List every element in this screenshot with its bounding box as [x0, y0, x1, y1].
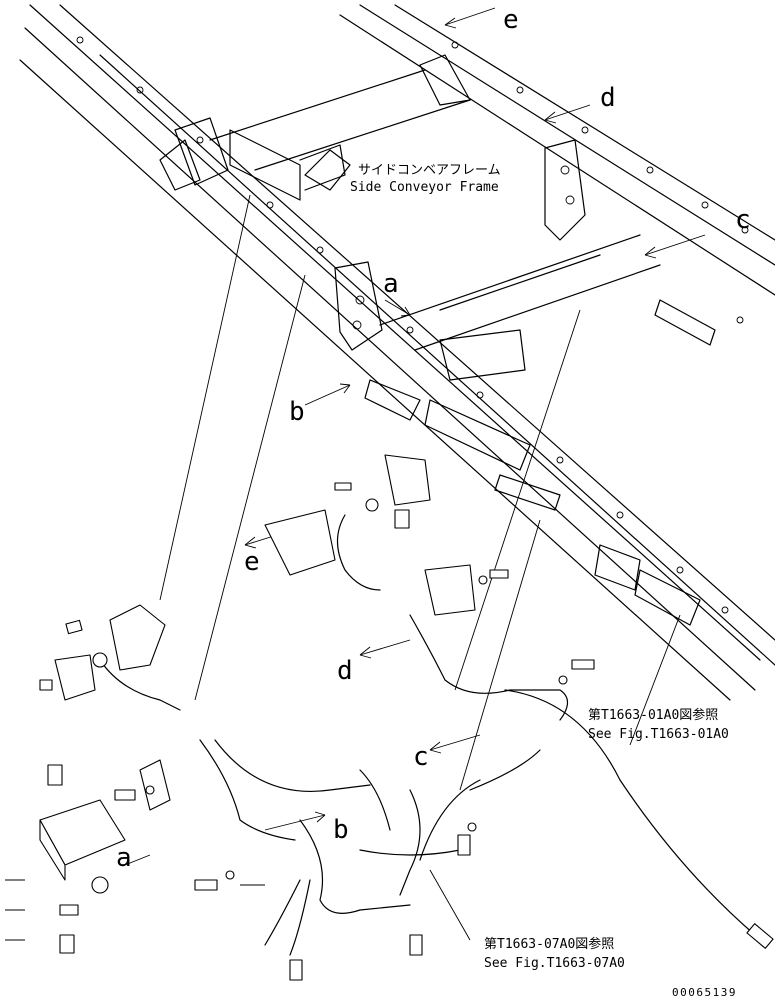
lower-parts	[39, 454, 774, 981]
callout-a-top: a	[383, 269, 399, 299]
callout-b-mid: b	[289, 397, 305, 427]
main-frame-beam	[19, 4, 775, 701]
callout-e-mid: e	[244, 547, 260, 577]
ref2-label-en: See Fig.T1663-07A0	[484, 956, 625, 971]
side-frame-label-jp: サイドコンベアフレーム	[358, 163, 501, 178]
ref2-label-jp: 第T1663-07A0図参照	[484, 936, 614, 952]
side-frame-label-en: Side Conveyor Frame	[350, 180, 499, 195]
drawing-number: 00065139	[672, 986, 737, 999]
callout-b-low: b	[333, 815, 349, 845]
callout-c-mid: c	[413, 742, 429, 772]
callout-d-mid: d	[337, 656, 353, 686]
callout-d-top: d	[600, 83, 616, 113]
wiring-harness	[99, 514, 756, 956]
ref1-label-en: See Fig.T1663-01A0	[588, 727, 729, 742]
index-dashes	[5, 879, 265, 941]
callout-c-top: c	[735, 205, 751, 235]
callout-a-low: a	[116, 843, 132, 873]
callout-arrows	[124, 7, 706, 866]
callout-e-top: e	[503, 5, 519, 35]
ref1-label-jp: 第T1663-01A0図参照	[588, 707, 718, 723]
leader-lines	[159, 194, 681, 941]
